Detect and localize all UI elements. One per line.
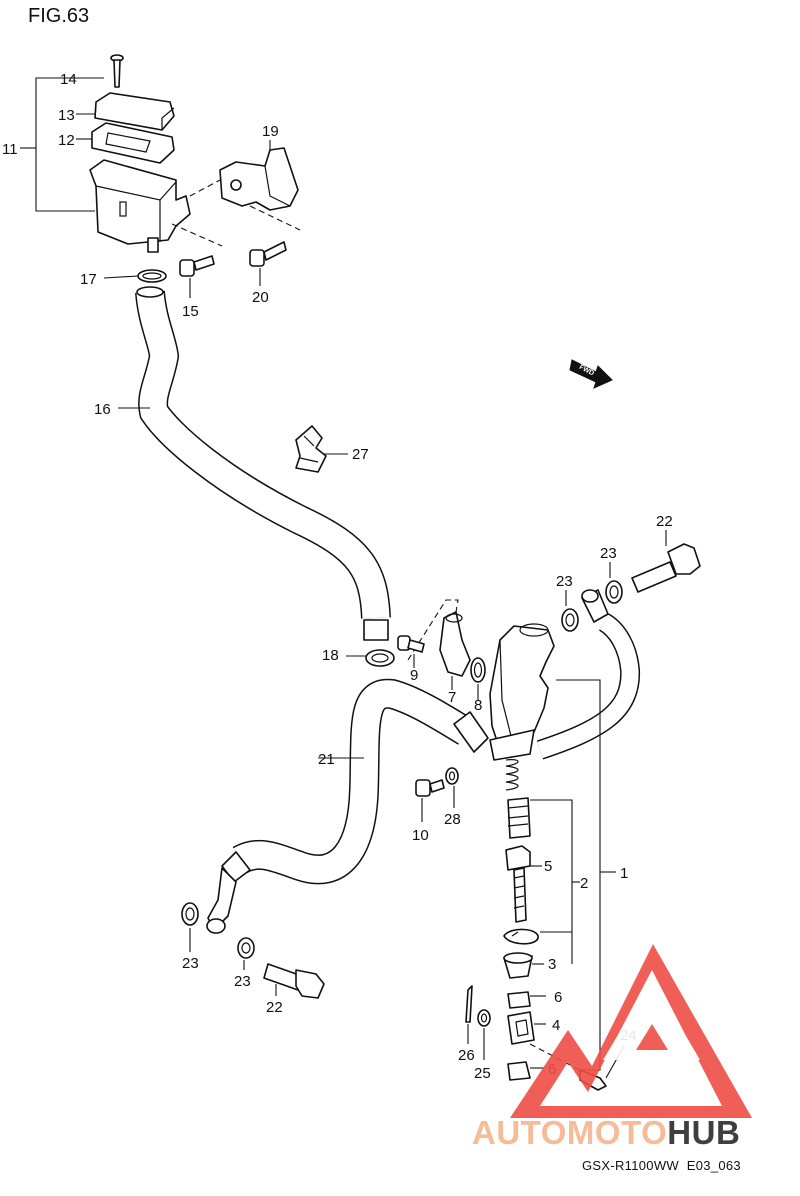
washer-23-c [181, 902, 199, 952]
label-14: 14 [60, 71, 77, 88]
label-22-b: 22 [266, 999, 283, 1016]
watermark-hub: HUB [667, 1114, 740, 1151]
label-18: 18 [322, 647, 339, 664]
label-4: 4 [552, 1017, 560, 1034]
union-bolt-22-a [631, 530, 701, 593]
hose-clamp-17 [103, 269, 167, 283]
drawing-code: GSX-R1100WW E03_063 [582, 1158, 741, 1173]
piston-cups [507, 797, 531, 839]
hose-clip-27 [295, 425, 348, 473]
washer-28 [445, 767, 459, 808]
cotter-pin-26 [465, 985, 473, 1044]
washer-25 [477, 1009, 491, 1060]
bolt-20 [249, 241, 287, 286]
label-27: 27 [352, 446, 369, 463]
plate-12 [91, 122, 175, 164]
bolt-10 [415, 779, 445, 822]
label-22-a: 22 [656, 513, 673, 530]
reservoir-hose-16 [118, 286, 391, 641]
label-10: 10 [412, 827, 429, 844]
watermark-text-1: AUTOMOTOHUB [472, 1114, 740, 1151]
bolt-9 [397, 635, 425, 668]
bracket-19 [219, 140, 299, 211]
label-2: 2 [580, 875, 588, 892]
push-rod-5 [505, 845, 542, 923]
label-21: 21 [318, 751, 335, 768]
washer-23-b [605, 562, 623, 604]
label-16: 16 [94, 401, 111, 418]
label-9: 9 [410, 667, 418, 684]
nut-6-b [507, 1061, 544, 1081]
label-28: 28 [444, 811, 461, 828]
label-3: 3 [548, 956, 556, 973]
reservoir-assembly [20, 54, 191, 253]
reservoir-outlet [147, 237, 159, 253]
label-6-a: 6 [554, 989, 562, 1006]
label-8: 8 [474, 697, 482, 714]
label-7: 7 [448, 689, 456, 706]
master-cylinder-body [489, 623, 555, 761]
label-1: 1 [620, 865, 628, 882]
label-23-b: 23 [600, 545, 617, 562]
brake-hose-21 [206, 678, 489, 934]
label-12: 12 [58, 132, 75, 149]
nut-6-a [507, 991, 546, 1009]
brake-hose-right [536, 589, 641, 760]
screw-14 [110, 54, 124, 88]
washer-23-a [561, 590, 579, 632]
label-5: 5 [544, 858, 552, 875]
label-26: 26 [458, 1047, 475, 1064]
watermark-automoto: AUTOMOTO [472, 1114, 667, 1151]
label-23-d: 23 [234, 973, 251, 990]
banjo-fitting-7 [439, 611, 471, 690]
forward-direction-arrow: FWD [569, 359, 613, 389]
label-17: 17 [80, 271, 97, 288]
watermark-logo: AUTOMOTOHUB [472, 944, 752, 1151]
label-15: 15 [182, 303, 199, 320]
label-11: 11 [2, 141, 18, 158]
hose-clamp-18 [346, 649, 395, 667]
label-23-a: 23 [556, 573, 573, 590]
washer-23-d [237, 937, 255, 970]
label-20: 20 [252, 289, 269, 306]
clevis-4 [507, 1011, 546, 1045]
boot-3 [503, 952, 544, 979]
label-23-c: 23 [182, 955, 199, 972]
o-ring-8 [470, 657, 486, 700]
label-19: 19 [262, 123, 279, 140]
reservoir-body-11 [89, 159, 191, 245]
figure-title: FIG.63 [28, 5, 89, 27]
circlip [503, 928, 539, 945]
union-bolt-22-b [263, 963, 325, 999]
label-13: 13 [58, 107, 75, 124]
bolt-15 [179, 255, 215, 298]
label-25: 25 [474, 1065, 491, 1082]
spring [505, 759, 519, 791]
